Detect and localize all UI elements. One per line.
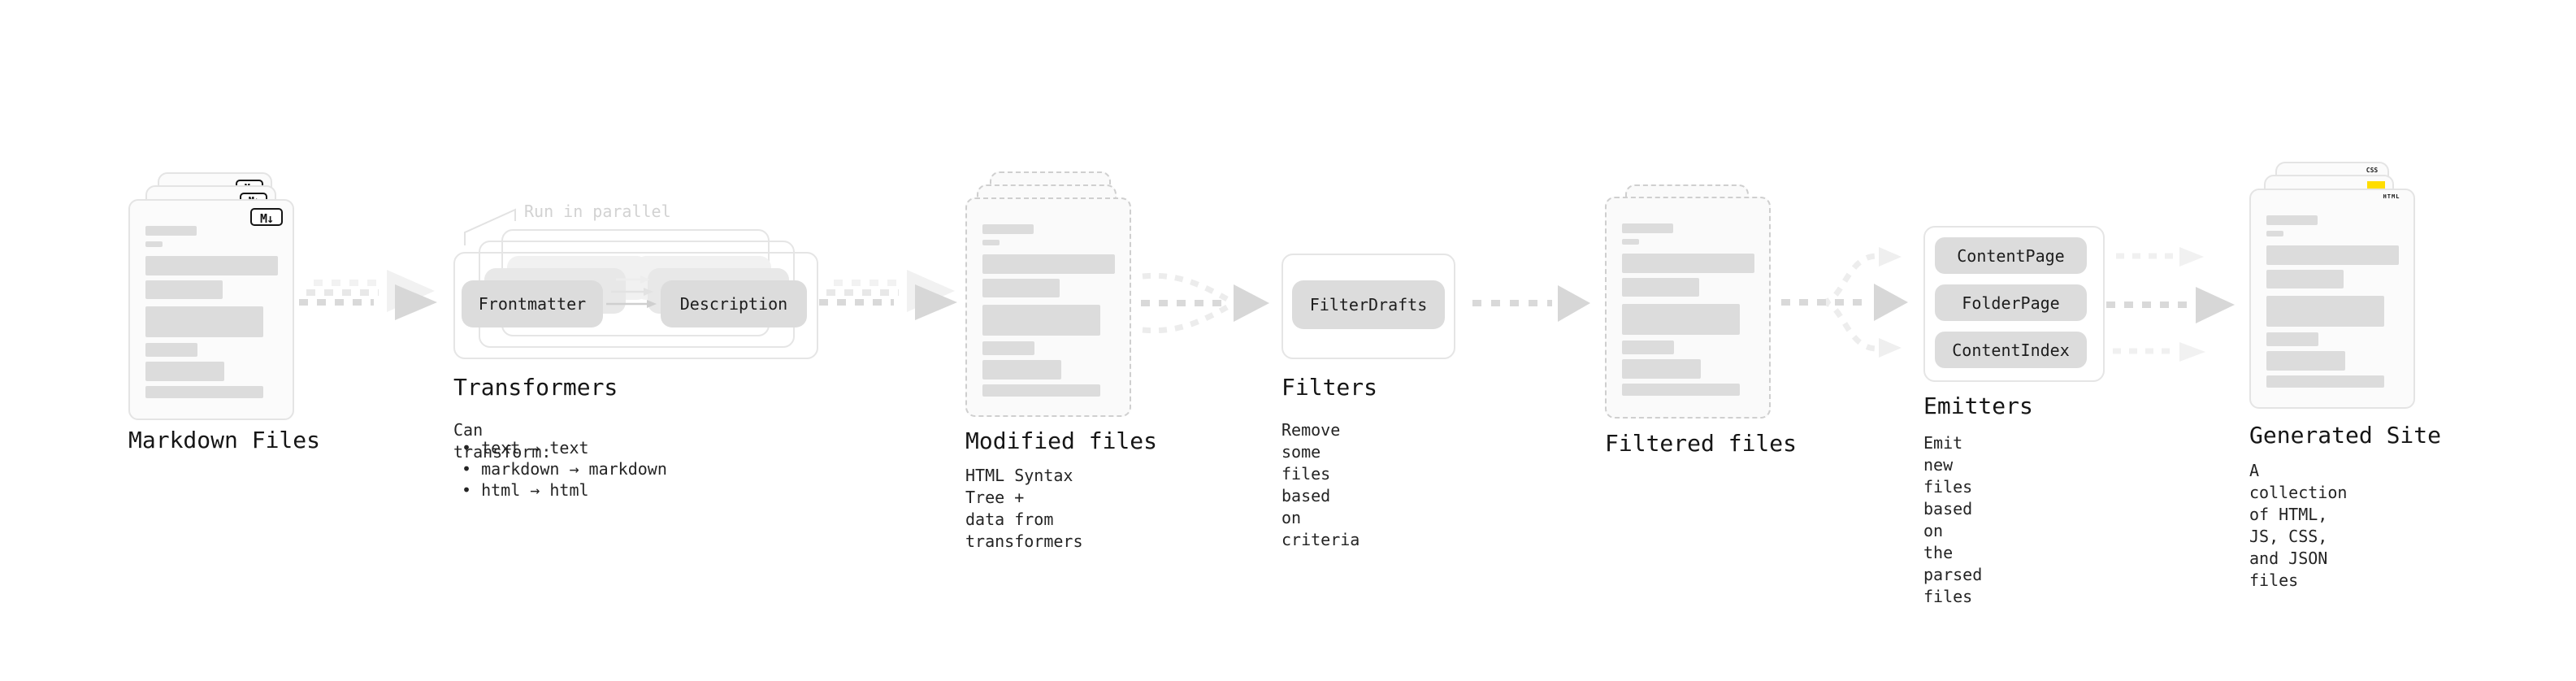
transformer-frame [453,252,818,359]
node-title-filtered-files: Filtered files [1605,430,1798,457]
modified-file-card [965,197,1131,417]
placeholder-text-bar [1622,278,1699,297]
filtered-file-card [1605,197,1771,419]
placeholder-text-bar [1622,223,1673,233]
filters-caption: Remove some files based on criteria [1281,420,1360,549]
transform-bullet-text: • text → text [462,438,589,458]
placeholder-text-bar [2266,351,2345,371]
node-title-markdown-files: Markdown Files [128,427,321,453]
placeholder-text-bar [982,224,1034,234]
node-title-emitters: Emitters [1923,393,2033,419]
placeholder-text-bar [2266,215,2318,225]
arrow-filtered-to-emitters [1781,247,1908,358]
placeholder-text-bar [145,241,163,247]
markdown-file-card: M↓ [128,199,294,420]
node-title-modified-files: Modified files [965,427,1158,454]
pill-description: Description [661,280,807,327]
emitters-caption: Emit new files based on the parsed files [1923,433,1983,606]
placeholder-text-bar [145,226,197,236]
placeholder-text-bar [145,362,224,381]
modified-files-caption: HTML Syntax Tree + data from transformer… [965,466,1083,551]
arrow-modified-to-filters [1141,272,1269,334]
placeholder-text-bar [982,305,1100,336]
placeholder-text-bar [982,240,1000,245]
placeholder-text-bar [1622,359,1701,379]
placeholder-text-bar [1622,239,1639,245]
placeholder-text-bar [982,341,1034,355]
placeholder-text-bar [2266,296,2384,327]
placeholder-text-bar [145,280,223,299]
placeholder-text-bar [2266,332,2318,346]
generated-file-card-html: HTML 5 [2249,189,2415,409]
html5-icon: HTML 5 [2379,193,2404,201]
transform-mini-arrows [606,275,657,308]
placeholder-text-bar [1622,340,1674,354]
html5-icon-label: HTML [2383,193,2400,200]
node-title-transformers: Transformers [453,374,618,401]
markdown-icon: M↓ [250,208,283,226]
generated-site-caption: A collection of HTML, JS, CSS, and JSON … [2249,461,2348,590]
annotation-callout-line [464,208,516,245]
pill-contentindex: ContentIndex [1935,332,2087,368]
placeholder-text-bar [1622,254,1754,273]
run-in-parallel-label: Run in parallel [524,202,671,221]
transform-bullet-markdown: • markdown → markdown [462,459,667,479]
pill-filterdrafts: FilterDrafts [1292,280,1445,329]
placeholder-text-bar [2266,231,2283,236]
arrow-transformers-to-modified [819,270,957,320]
placeholder-text-bar [1622,384,1740,396]
pill-folderpage: FolderPage [1935,284,2087,321]
placeholder-text-bar [145,306,263,337]
placeholder-text-bar [982,254,1115,274]
css-icon-label: CSS [2366,167,2379,174]
arrow-markdown-to-transformers [299,270,437,320]
pill-frontmatter: Frontmatter [462,280,603,327]
placeholder-text-bar [982,384,1100,397]
placeholder-text-bar [2266,375,2384,388]
placeholder-text-bar [982,360,1061,380]
arrow-filters-to-filtered [1472,285,1590,322]
node-title-generated-site: Generated Site [2249,422,2442,449]
pill-contentpage: ContentPage [1935,237,2087,274]
placeholder-text-bar [2266,245,2399,265]
arrow-emitters-to-generated [2106,247,2235,362]
node-title-filters: Filters [1281,374,1378,401]
transform-bullet-html: • html → html [462,480,589,500]
placeholder-text-bar [1622,304,1740,335]
placeholder-text-bar [2266,270,2344,288]
placeholder-text-bar [145,256,278,275]
placeholder-text-bar [145,386,263,398]
placeholder-text-bar [982,279,1060,297]
transformers-caption-heading: Can transform: [453,420,552,462]
placeholder-text-bar [145,343,197,357]
